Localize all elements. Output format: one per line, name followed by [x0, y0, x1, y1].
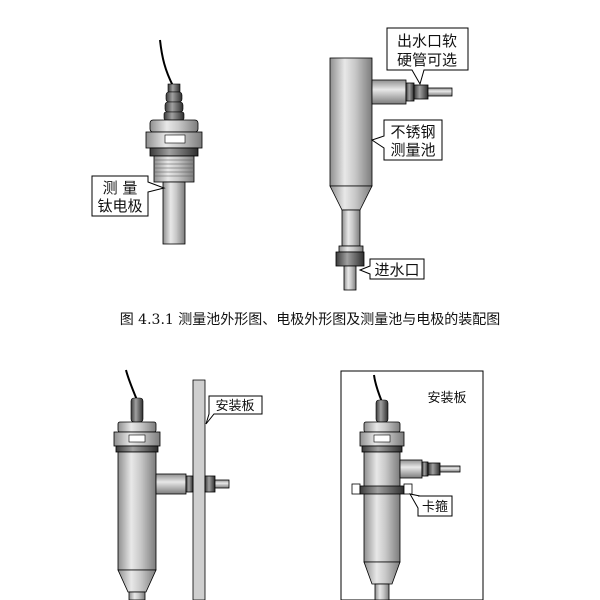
inlet-nut	[335, 251, 365, 267]
clamp-label: 卡箍	[422, 499, 448, 515]
electrode-label-line2: 钛电极	[97, 197, 142, 215]
inlet-pipe	[343, 265, 357, 291]
measuring-cell-figure	[329, 57, 453, 291]
assembly-left-figure	[113, 369, 230, 600]
callout-steel-cell: 不锈钢 测量池	[370, 119, 443, 161]
steel-label-line1: 不锈钢	[390, 123, 435, 141]
mount-plate-right-label: 安装板	[427, 391, 466, 406]
inlet-label: 进水口	[374, 261, 419, 279]
figure-caption: 图 4.3.1 测量池外形图、电极外形图及测量池与电极的装配图	[120, 312, 501, 328]
callout-electrode: 测 量 钛电极	[91, 175, 166, 217]
steel-label-line2: 测量池	[390, 141, 435, 159]
electrode-rod	[162, 181, 186, 245]
electrode-label-line1: 测 量	[103, 179, 138, 197]
callout-clamp: 卡箍	[409, 493, 453, 517]
outlet-nut	[413, 84, 429, 100]
callout-outlet: 出水口软 硬管可选	[386, 27, 469, 86]
callout-mount-plate-left: 安装板	[205, 395, 263, 425]
electrode-figure	[145, 39, 203, 245]
outlet-pipe	[427, 87, 453, 97]
electrode-label-plate	[164, 134, 186, 144]
mount-plate-left-label: 安装板	[215, 399, 254, 414]
electrode-cable	[159, 39, 174, 87]
electrode-thread	[153, 155, 195, 183]
mounting-plate	[192, 379, 206, 600]
outlet-branch	[371, 79, 407, 105]
clamp	[351, 483, 413, 495]
outlet-label-line1: 出水口软	[397, 32, 457, 50]
outlet-label-line2: 硬管可选	[397, 51, 457, 69]
assembly-right-figure: 安装板	[340, 370, 484, 600]
cell-body	[329, 57, 373, 187]
callout-inlet: 进水口	[358, 258, 425, 280]
